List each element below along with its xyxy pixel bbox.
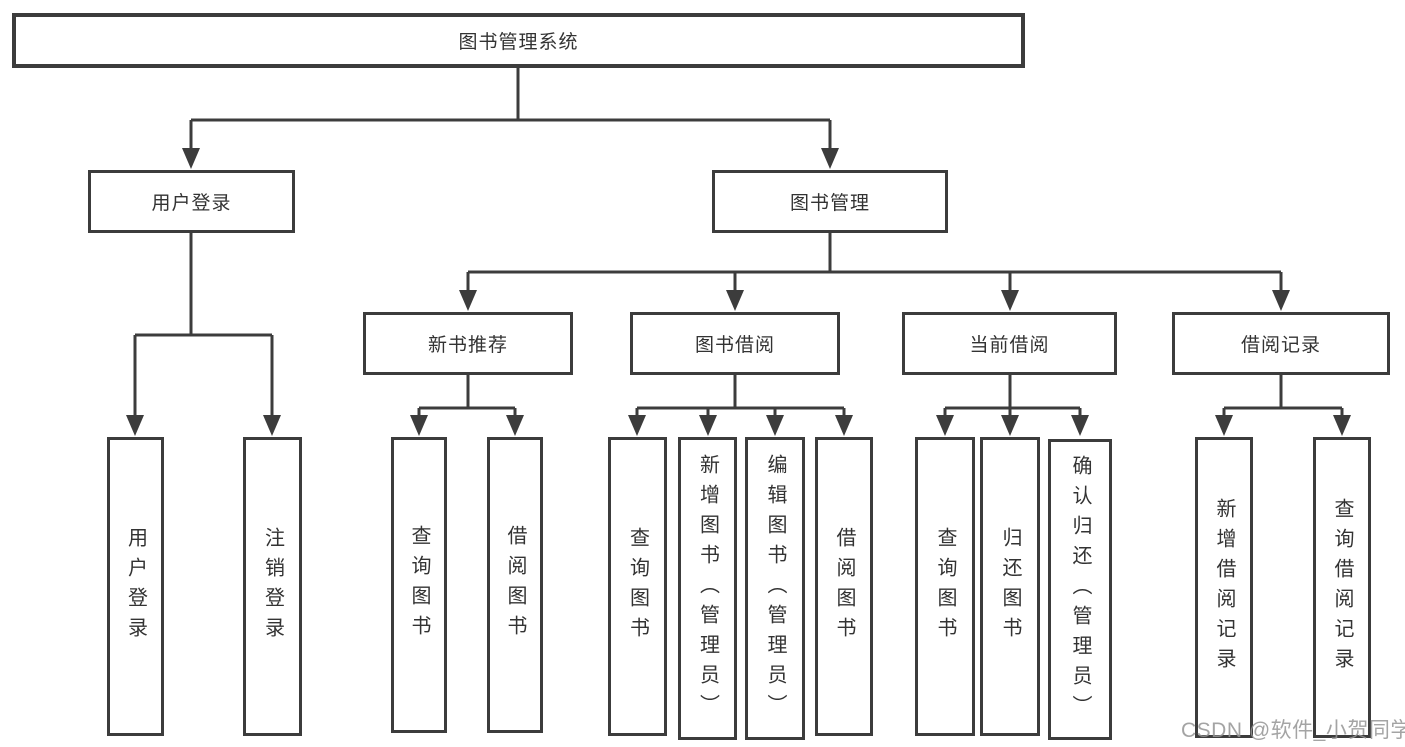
- csdn-watermark: CSDN @软件_小贺同学: [1181, 719, 1405, 742]
- node-borrow-records: 借阅记录: [1172, 312, 1390, 375]
- node-label: 用户登录: [151, 193, 232, 214]
- leaf-return-book: 归还图书: [980, 437, 1040, 736]
- node-label: 编辑图书（管理员）: [764, 453, 786, 724]
- node-label: 查询图书: [934, 526, 956, 647]
- arrowheads: [126, 148, 1351, 436]
- node-label: 查询图书: [626, 526, 649, 647]
- node-book-management: 图书管理: [712, 170, 948, 233]
- leaf-query-book-recommend: 查询图书: [391, 437, 447, 733]
- connector-user-login: [133, 233, 274, 419]
- node-label: 注销登录: [261, 526, 284, 647]
- leaf-edit-book-admin: 编辑图书（管理员）: [745, 437, 805, 740]
- connector-book-mgmt: [466, 233, 1283, 294]
- leaf-add-book-admin: 新增图书（管理员）: [678, 437, 737, 740]
- node-current-borrow: 当前借阅: [902, 312, 1117, 375]
- node-label: 新增图书（管理员）: [696, 453, 719, 724]
- node-label: 新书推荐: [427, 335, 508, 356]
- node-book-borrow: 图书借阅: [630, 312, 840, 375]
- connector-root: [189, 68, 832, 152]
- leaf-query-borrow-record: 查询借阅记录: [1313, 437, 1371, 738]
- node-label: 图书借阅: [694, 335, 775, 356]
- leaf-confirm-return-admin: 确认归还（管理员）: [1048, 439, 1112, 740]
- leaf-query-book-current: 查询图书: [915, 437, 975, 736]
- connector-new-book: [417, 375, 517, 419]
- connector-current-borrow: [943, 375, 1082, 419]
- connector-book-borrow: [635, 375, 846, 419]
- node-label: 查询图书: [408, 525, 430, 645]
- leaf-borrow-book: 借阅图书: [815, 437, 873, 736]
- node-label: 新增借阅记录: [1213, 497, 1235, 678]
- node-label: 确认归还（管理员）: [1069, 454, 1091, 725]
- node-label: 借阅记录: [1240, 335, 1321, 356]
- leaf-logout: 注销登录: [243, 437, 302, 736]
- leaf-query-book-borrow: 查询图书: [608, 437, 667, 736]
- connector-borrow-record: [1222, 375, 1344, 419]
- node-label: 借阅图书: [833, 526, 855, 647]
- node-label: 图书管理: [789, 193, 870, 214]
- node-root-system: 图书管理系统: [12, 13, 1025, 68]
- node-new-book-recommend: 新书推荐: [363, 312, 573, 375]
- node-label: 当前借阅: [969, 335, 1050, 356]
- node-label: 图书管理系统: [458, 32, 579, 53]
- node-label: 归还图书: [999, 526, 1021, 647]
- leaf-user-login: 用户登录: [107, 437, 164, 736]
- leaf-add-borrow-record: 新增借阅记录: [1195, 437, 1253, 738]
- leaf-borrow-book-recommend: 借阅图书: [487, 437, 543, 733]
- node-label: 用户登录: [124, 526, 147, 647]
- node-label: 查询借阅记录: [1331, 497, 1353, 678]
- node-user-login: 用户登录: [88, 170, 295, 233]
- node-label: 借阅图书: [504, 525, 526, 645]
